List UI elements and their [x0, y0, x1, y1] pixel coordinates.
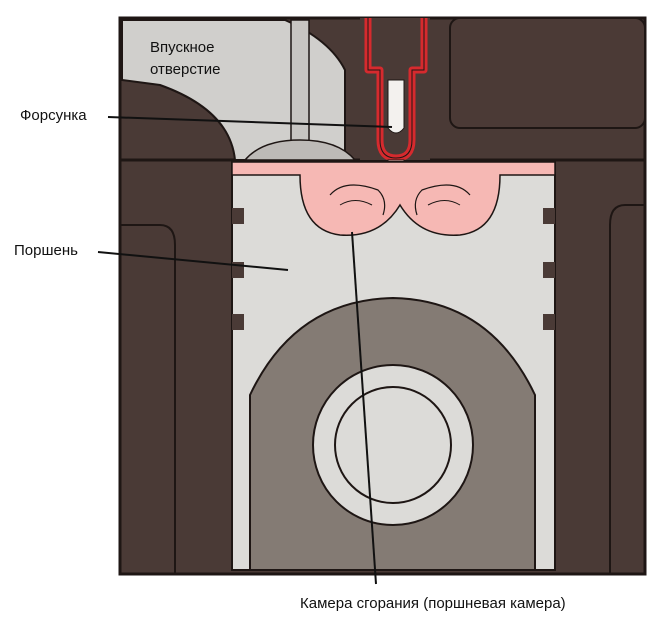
- piston-leader-line: [97, 251, 289, 271]
- connecting-rod: [249, 296, 536, 571]
- fuel-injector: [360, 18, 430, 171]
- intake-port: [121, 19, 357, 161]
- piston-label: Поршень: [14, 242, 78, 259]
- combustion-chamber: [231, 161, 556, 236]
- injector-label: Форсунка: [20, 107, 87, 124]
- injector-leader-line: [107, 116, 393, 128]
- intake-port-label-line2: отверстие: [150, 61, 220, 78]
- chamber-leader-line: [351, 231, 377, 585]
- intake-port-label-line1: Впускное: [150, 39, 215, 56]
- combustion-chamber-label: Камера сгорания (поршневая камера): [300, 595, 566, 612]
- leader-lines: [97, 116, 393, 585]
